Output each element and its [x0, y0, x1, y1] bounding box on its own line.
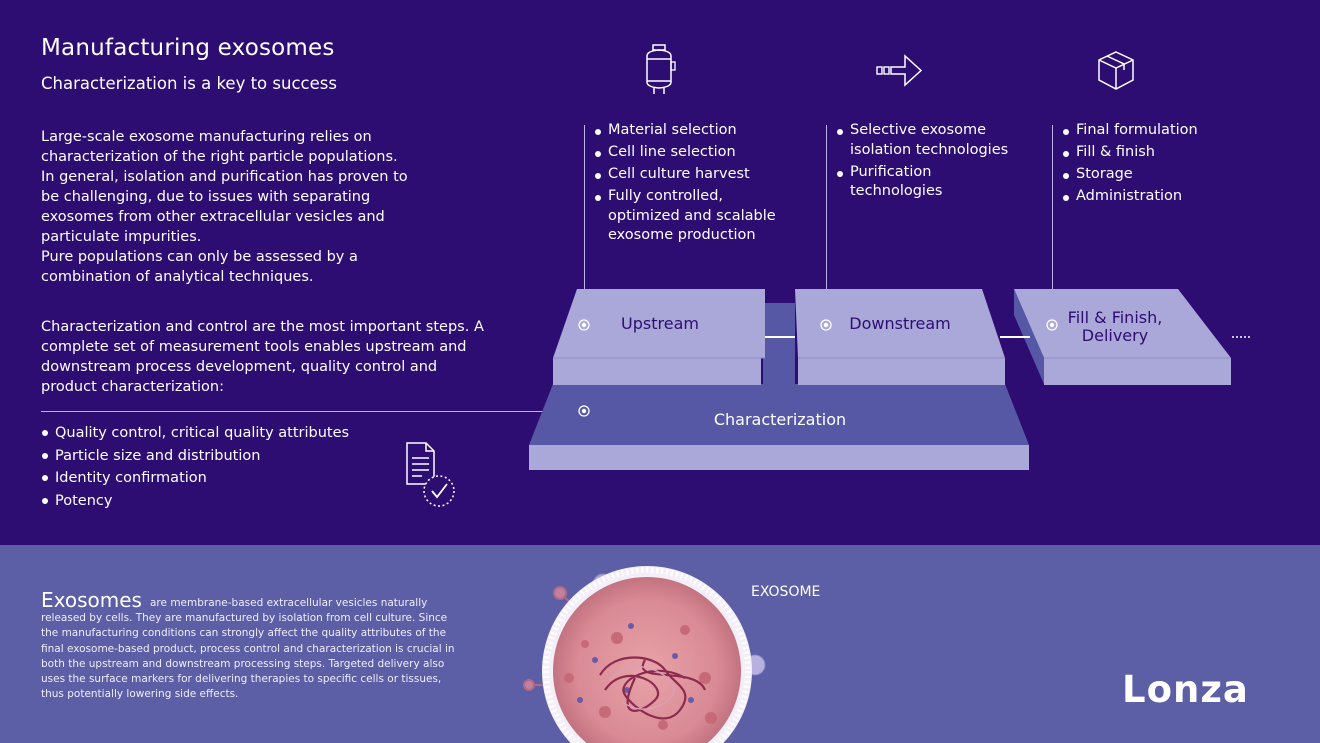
page-subtitle: Characterization is a key to success [41, 74, 337, 93]
process-diagram [529, 289, 1252, 470]
list-item: Purification technologies [836, 163, 1021, 202]
fill-finish-label: Fill & Finish, Delivery [1055, 309, 1175, 345]
exosome-illustration [523, 566, 766, 743]
fill-connector-line [1052, 125, 1053, 325]
fill-finish-platform [1014, 289, 1231, 358]
exosome-label: EXOSOME [751, 584, 821, 600]
list-item: Cell culture harvest [594, 165, 794, 185]
upstream-label: Upstream [621, 314, 699, 333]
list-item: Potency [41, 490, 349, 513]
upstream-platform-edge [553, 358, 761, 385]
fill-finish-label-line-2: Delivery [1081, 326, 1149, 345]
arrow-icon [876, 54, 923, 87]
intro-text: Large-scale exosome manufacturing relies… [41, 127, 411, 287]
list-item: Quality control, critical quality attrib… [41, 422, 349, 445]
downstream-connector-line [826, 125, 827, 325]
lonza-logo: Lonza [1122, 668, 1249, 711]
list-item: Particle size and distribution [41, 445, 349, 468]
downstream-platform-edge [798, 358, 1005, 385]
downstream-label: Downstream [849, 314, 951, 333]
characterization-connector-line [41, 411, 582, 412]
document-check-icon [406, 442, 455, 507]
exosomes-title: Exosomes [41, 588, 142, 612]
downstream-platform [795, 289, 1005, 358]
list-item: Identity confirmation [41, 467, 349, 490]
list-item: Administration [1062, 187, 1262, 207]
characterization-platform [529, 384, 1029, 445]
characterization-list: Quality control, critical quality attrib… [41, 422, 349, 512]
upstream-platform [553, 289, 765, 358]
page-title: Manufacturing exosomes [41, 35, 335, 61]
platform-gap [763, 303, 795, 384]
intro-paragraph-2: Pure populations can only be assessed by… [41, 249, 358, 285]
box-icon [1098, 51, 1134, 90]
fill-finish-list: Final formulation Fill & finish Storage … [1062, 121, 1262, 209]
bioreactor-icon [646, 44, 676, 94]
list-item: Selective exosome isolation technologies [836, 121, 1021, 160]
list-item: Storage [1062, 165, 1262, 185]
list-item: Fill & finish [1062, 143, 1262, 163]
characterization-label: Characterization [713, 410, 847, 429]
upstream-connector-line [584, 125, 585, 325]
control-paragraph: Characterization and control are the mos… [41, 319, 484, 395]
fill-finish-label-line-1: Fill & Finish, [1067, 308, 1163, 327]
intro-paragraph-1: Large-scale exosome manufacturing relies… [41, 129, 408, 245]
fill-finish-platform-edge [1044, 358, 1231, 385]
upstream-list: Material selection Cell line selection C… [594, 121, 794, 248]
list-item: Cell line selection [594, 143, 794, 163]
list-item: Fully controlled, optimized and scalable… [594, 187, 794, 246]
exosomes-description: are membrane-based extracellular vesicle… [41, 597, 455, 701]
downstream-list: Selective exosome isolation technologies… [836, 121, 1021, 204]
list-item: Material selection [594, 121, 794, 141]
list-item: Final formulation [1062, 121, 1262, 141]
characterization-platform-edge [529, 445, 1029, 470]
